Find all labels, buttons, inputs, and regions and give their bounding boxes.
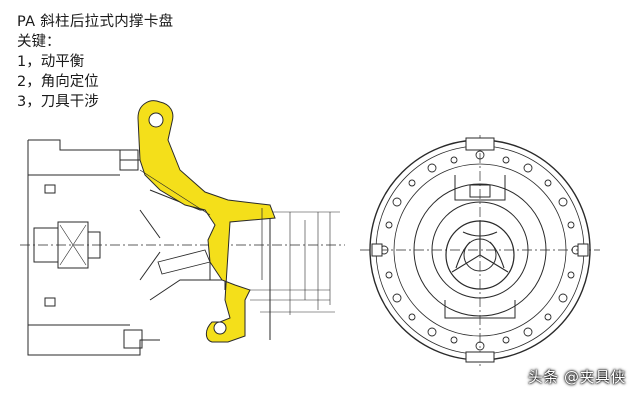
key-item-3: 3，刀具干涉 bbox=[17, 94, 99, 110]
key-item-2: 2，角向定位 bbox=[17, 74, 99, 90]
source-watermark: 头条 @夹具侠 bbox=[527, 368, 626, 386]
bolt-hole-ring bbox=[379, 150, 581, 351]
highlighted-jaw-lever bbox=[137, 100, 276, 343]
chuck-front-view bbox=[360, 135, 600, 368]
key-item-1: 1，动平衡 bbox=[17, 54, 85, 70]
key-label: 关键： bbox=[17, 34, 61, 50]
document-title: PA 斜柱后拉式内撑卡盘 bbox=[17, 14, 174, 30]
key-points-text: PA 斜柱后拉式内撑卡盘 关键： 1，动平衡 2，角向定位 3，刀具干涉 bbox=[17, 12, 173, 112]
